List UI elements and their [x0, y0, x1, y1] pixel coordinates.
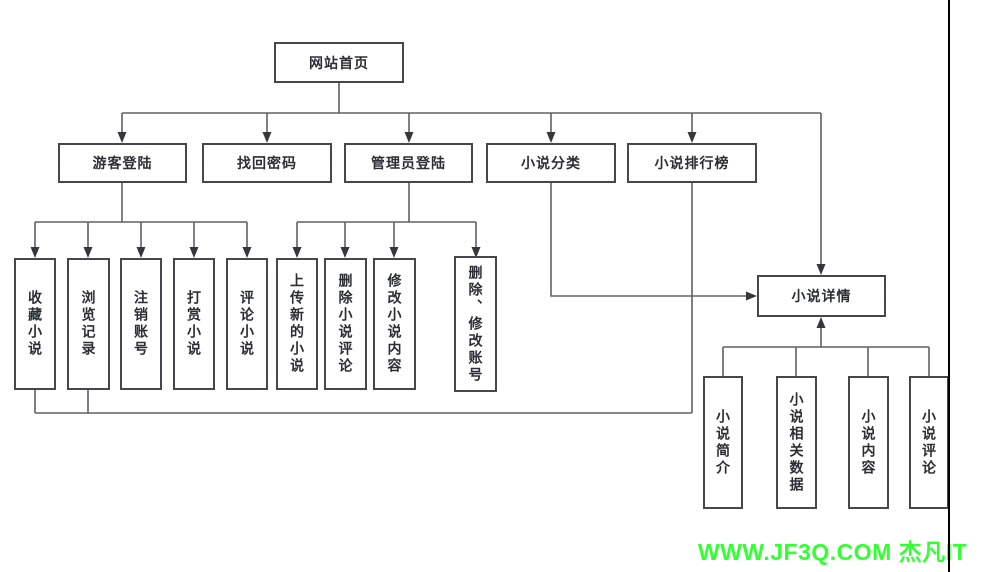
- arrowhead-icon: [117, 132, 127, 143]
- node-novel-ranking: 小说排行榜: [627, 143, 757, 183]
- arrowhead-icon: [262, 132, 272, 143]
- node-label: 小说分类: [521, 155, 581, 171]
- arrowhead-icon: [83, 247, 93, 258]
- node-collect-novel: 收藏小说: [14, 258, 56, 390]
- node-label: 注销账号: [133, 290, 149, 358]
- node-comment-novel: 评论小说: [226, 258, 268, 390]
- node-delete-novel-comment: 删除小说评论: [324, 258, 367, 390]
- arrowhead-icon: [746, 291, 757, 301]
- arrowhead-icon: [546, 132, 556, 143]
- arrowhead-icon: [471, 247, 481, 258]
- node-delete-modify-account: 删除、修改账号: [454, 256, 497, 392]
- node-label: 小说评论: [921, 408, 937, 477]
- node-novel-related-data: 小说相关数据: [776, 376, 817, 509]
- node-label: 修改小说内容: [386, 273, 403, 375]
- node-label: 网站首页: [309, 54, 369, 71]
- arrowhead-icon: [242, 247, 252, 258]
- node-label: 管理员登陆: [371, 155, 446, 171]
- arrowhead-icon: [389, 247, 399, 258]
- arrowhead-icon: [687, 132, 697, 143]
- node-label: 小说内容: [860, 408, 877, 477]
- arrowhead-icon: [30, 247, 40, 258]
- node-cancel-account: 注销账号: [120, 258, 162, 390]
- node-label: 收藏小说: [27, 290, 43, 358]
- node-admin-login: 管理员登陆: [344, 143, 473, 183]
- node-label: 删除小说评论: [337, 273, 354, 375]
- node-label: 小说排行榜: [654, 155, 730, 171]
- node-label: 小说简介: [715, 408, 731, 477]
- node-novel-content: 小说内容: [848, 376, 889, 509]
- node-novel-category: 小说分类: [486, 143, 616, 183]
- node-label: 小说详情: [791, 288, 852, 304]
- node-browse-history: 浏览记录: [67, 258, 110, 390]
- node-novel-intro: 小说简介: [703, 376, 743, 509]
- node-upload-new-novel: 上传新的小说: [276, 258, 318, 390]
- node-novel-comment: 小说评论: [909, 376, 949, 509]
- arrowhead-icon: [136, 247, 146, 258]
- node-find-password: 找回密码: [202, 143, 332, 183]
- arrowhead-icon: [340, 247, 350, 258]
- node-guest-login: 游客登陆: [58, 143, 187, 183]
- node-label: 评论小说: [239, 290, 255, 358]
- watermark-text: WWW.JF3Q.COM 杰凡IT: [698, 539, 968, 565]
- node-novel-detail: 小说详情: [757, 275, 886, 317]
- page-edge-line: [948, 0, 950, 572]
- node-home: 网站首页: [274, 42, 404, 83]
- arrowhead-icon: [816, 317, 826, 328]
- node-reward-novel: 打赏小说: [173, 258, 215, 390]
- node-label: 上传新的小说: [289, 273, 305, 375]
- node-label: 找回密码: [237, 155, 297, 171]
- arrowhead-icon: [189, 247, 199, 258]
- node-label: 小说相关数据: [788, 391, 805, 494]
- node-modify-novel-content: 修改小说内容: [373, 258, 416, 390]
- node-label: 游客登陆: [92, 155, 153, 171]
- arrowhead-icon: [404, 132, 414, 143]
- connector-line: [550, 183, 746, 297]
- node-label: 删除、修改账号: [467, 264, 484, 384]
- node-label: 打赏小说: [186, 290, 202, 358]
- node-label: 浏览记录: [80, 290, 97, 358]
- arrowhead-icon: [292, 247, 302, 258]
- arrowhead-icon: [816, 264, 826, 275]
